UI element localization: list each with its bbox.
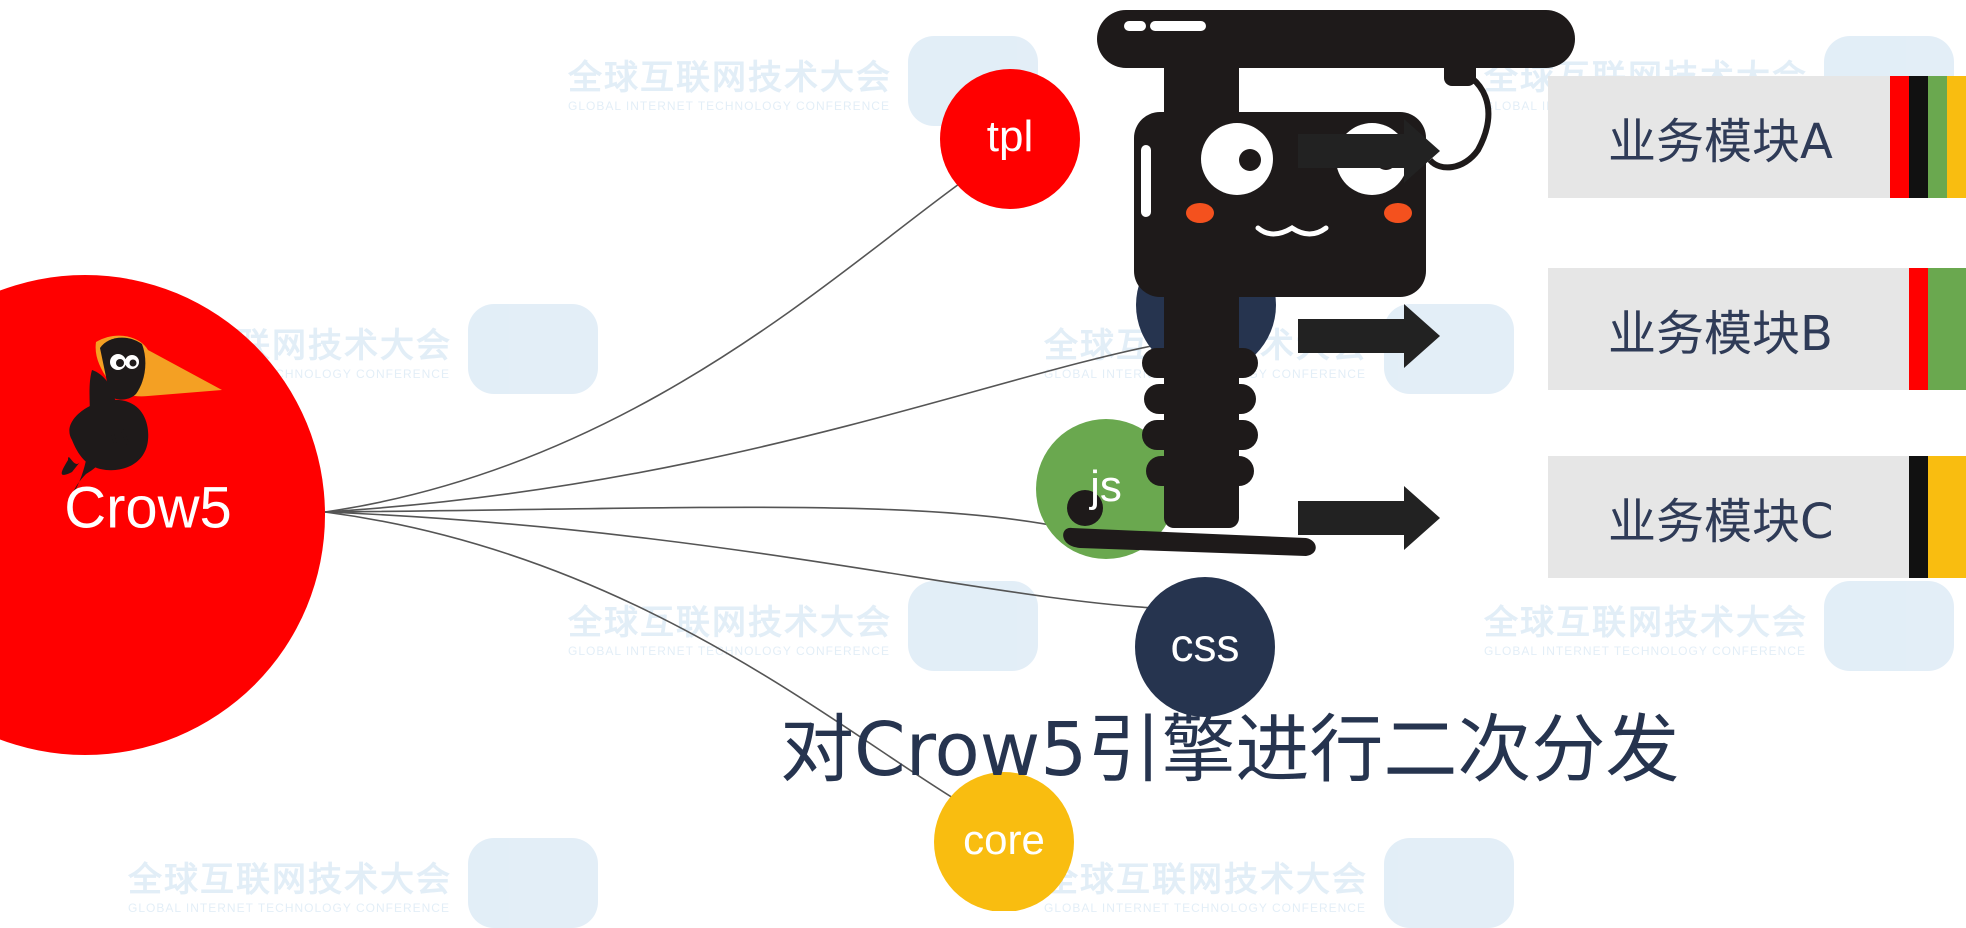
module-label: 业务模块C xyxy=(1608,494,1834,550)
color-stripe xyxy=(1947,456,1966,578)
arrow-a xyxy=(1298,119,1440,183)
module-label: 业务模块B xyxy=(1608,306,1833,362)
edge-tpl xyxy=(324,176,969,513)
module-card: 业务模块C xyxy=(1548,456,1966,578)
module-card: 业务模块A xyxy=(1548,76,1966,198)
color-stripe xyxy=(1909,76,1928,198)
color-stripe xyxy=(1928,76,1947,198)
node-label-tpl: tpl xyxy=(986,112,1034,161)
module-color-stripes xyxy=(1909,268,1966,390)
arrows xyxy=(1298,119,1440,550)
color-stripe xyxy=(1909,456,1928,578)
mascot-icon xyxy=(1063,10,1575,556)
edge-dark-hidden xyxy=(324,342,1165,513)
module-color-stripes xyxy=(1909,456,1966,578)
edge-css xyxy=(324,511,1164,610)
nodes xyxy=(934,69,1276,911)
module-card: 业务模块B xyxy=(1548,268,1966,390)
node-js xyxy=(1036,419,1176,559)
node-label-core: core xyxy=(963,816,1045,863)
node-css xyxy=(1135,577,1275,717)
center-label: Crow5 xyxy=(64,475,232,541)
node-core xyxy=(934,772,1074,911)
center-node xyxy=(0,275,325,755)
color-stripe xyxy=(1890,76,1909,198)
edges xyxy=(324,176,1165,805)
node-label-js: js xyxy=(1090,462,1122,511)
node-tpl xyxy=(940,69,1080,209)
edge-js xyxy=(324,506,1065,529)
color-stripe xyxy=(1928,456,1947,578)
node-label-css: css xyxy=(1170,619,1240,671)
arrow-b xyxy=(1298,304,1440,368)
crow-icon xyxy=(61,335,222,496)
arrow-c xyxy=(1298,486,1440,550)
module-color-stripes xyxy=(1890,76,1966,198)
edge-core xyxy=(324,511,963,805)
color-stripe xyxy=(1947,268,1966,390)
caption: 对Crow5引擎进行二次分发 xyxy=(780,707,1680,793)
color-stripe xyxy=(1947,76,1966,198)
color-stripe xyxy=(1928,268,1947,390)
module-label: 业务模块A xyxy=(1608,114,1833,170)
color-stripe xyxy=(1909,268,1928,390)
